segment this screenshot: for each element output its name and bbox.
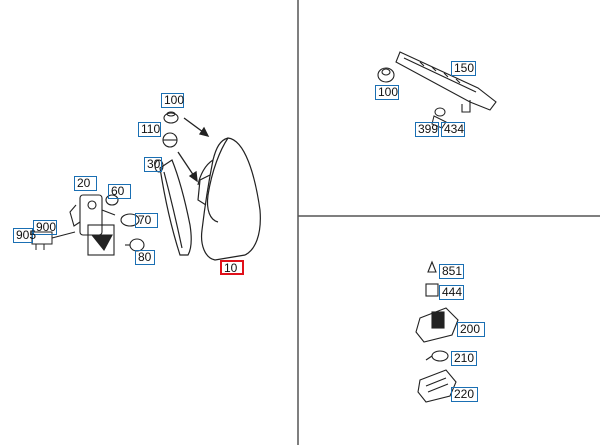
light-strip-part — [395, 51, 497, 113]
grommet-part — [154, 111, 179, 173]
callout-main-900[interactable]: 900 — [33, 220, 57, 235]
callout-main-70[interactable]: 70 — [135, 213, 158, 228]
callout-main-30[interactable]: 30 — [144, 157, 162, 172]
bulb-part — [105, 194, 145, 252]
callout-top-right-434[interactable]: 434 — [441, 122, 465, 137]
callout-main-60[interactable]: 60 — [108, 184, 131, 199]
callout-top-right-150[interactable]: 150 — [451, 61, 476, 76]
nut-part — [377, 67, 395, 83]
callout-main-20[interactable]: 20 — [74, 176, 97, 191]
small-bulb-part — [431, 107, 447, 129]
callout-main-80[interactable]: 80 — [135, 250, 155, 265]
callout-bottom-right-210[interactable]: 210 — [451, 351, 477, 366]
callout-main-100[interactable]: 100 — [161, 93, 184, 108]
callout-bottom-right-220[interactable]: 220 — [451, 387, 478, 402]
callout-bottom-right-200[interactable]: 200 — [457, 322, 485, 337]
callout-top-right-100[interactable]: 100 — [375, 85, 399, 100]
callout-main-10[interactable]: 10 — [220, 260, 244, 275]
mirror-glass-part — [159, 159, 192, 256]
callout-main-905[interactable]: 905 — [13, 228, 36, 243]
callout-top-right-399[interactable]: 399 — [415, 122, 439, 137]
assembly-arrow — [177, 117, 210, 183]
mirror-housing-part — [197, 137, 261, 261]
callout-bottom-right-444[interactable]: 444 — [439, 285, 464, 300]
callout-main-110[interactable]: 110 — [138, 122, 161, 137]
callout-bottom-right-851[interactable]: 851 — [439, 264, 464, 279]
lamp-assembly-part — [415, 260, 459, 403]
mirror-base-part — [69, 194, 116, 256]
